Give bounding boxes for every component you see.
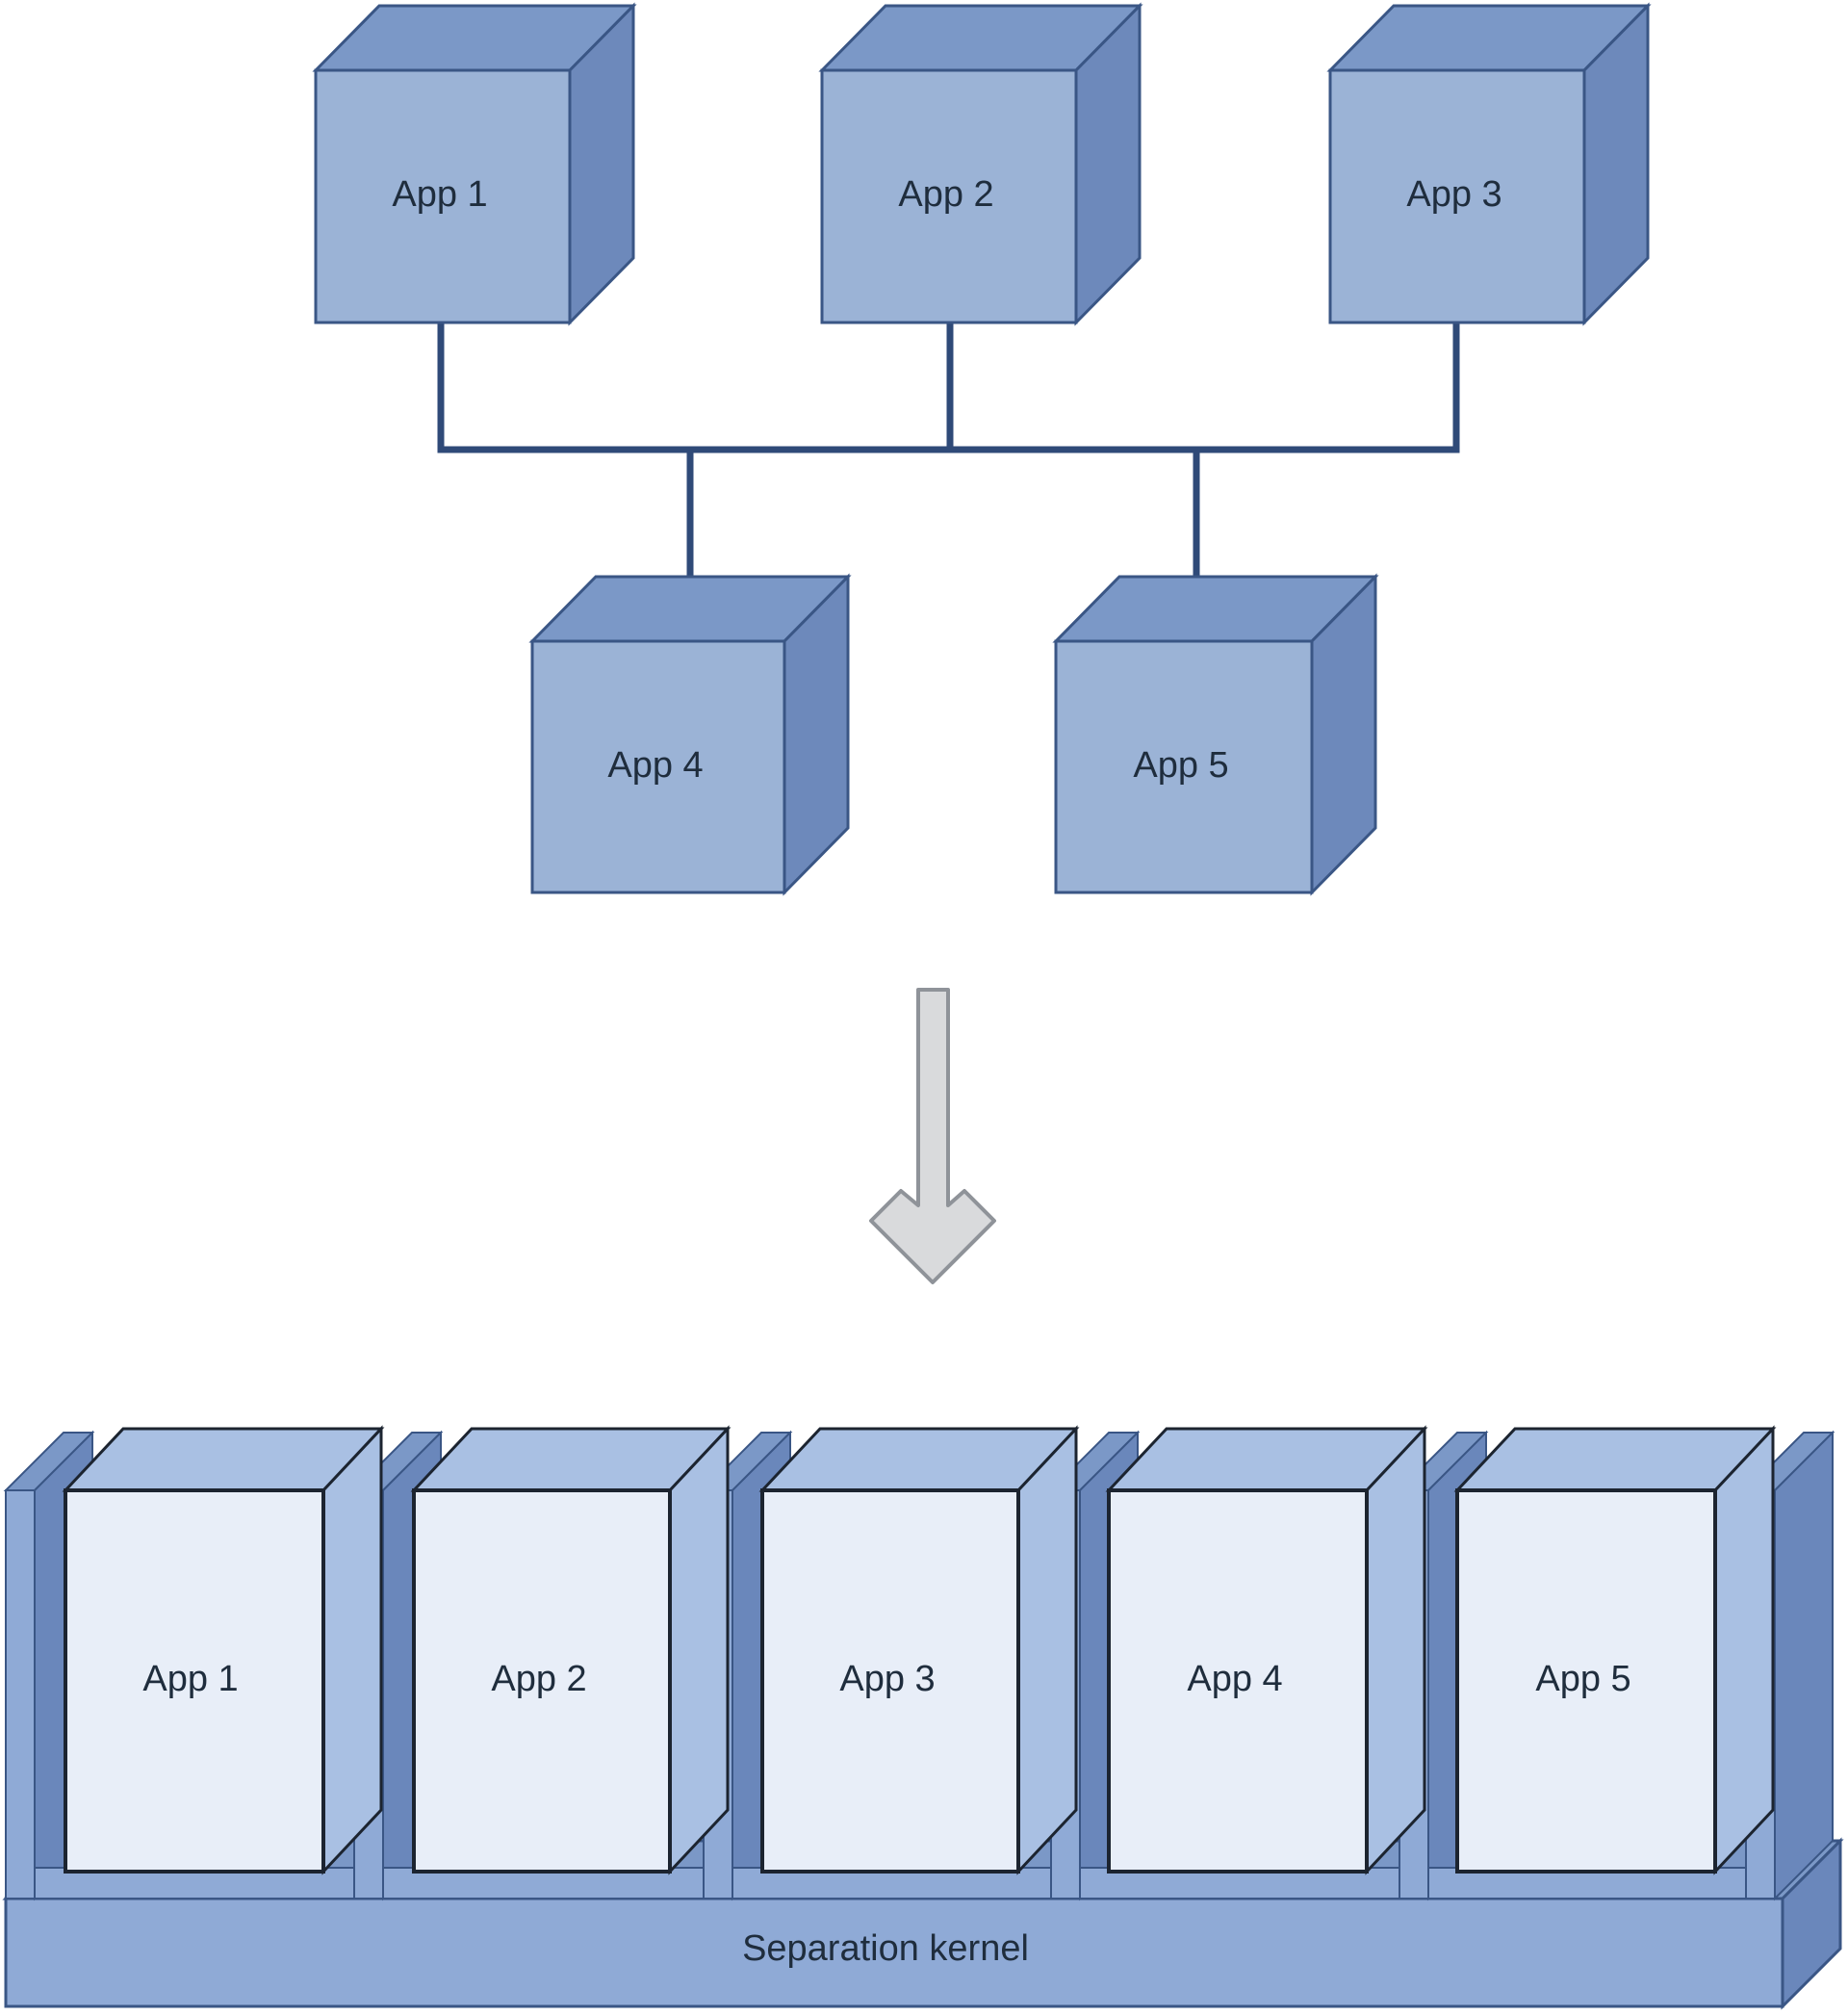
cube-front-face bbox=[1328, 68, 1586, 324]
app-cube-1: App 1 bbox=[312, 2, 637, 326]
partition-label: App 2 bbox=[491, 1659, 586, 1699]
kernel-label: Separation kernel bbox=[742, 1928, 1029, 1969]
partition-side-face bbox=[668, 1425, 730, 1875]
app-cube-label: App 2 bbox=[898, 174, 993, 215]
cube-front-face bbox=[820, 68, 1078, 324]
partition-label: App 3 bbox=[839, 1659, 935, 1699]
transform-arrow bbox=[869, 988, 996, 1284]
bus-lines bbox=[437, 318, 1460, 606]
wall-front-face bbox=[5, 1489, 36, 1900]
top-network: App 1 App 2 App 3 App 4 App bbox=[312, 2, 1652, 896]
app-cube-label: App 3 bbox=[1406, 174, 1502, 215]
app-cube-label: App 5 bbox=[1133, 745, 1228, 786]
partition-front-face bbox=[1107, 1488, 1369, 1874]
app-cube-5: App 5 bbox=[1052, 573, 1379, 896]
cube-front-face bbox=[530, 639, 786, 894]
partition-side-face bbox=[321, 1425, 383, 1875]
app-cube-label: App 1 bbox=[392, 174, 487, 215]
cube-front-face bbox=[314, 68, 572, 324]
separation-kernel-stack: Separation kernel bbox=[2, 1425, 1844, 2010]
partition-front-face bbox=[760, 1488, 1020, 1874]
partition-3: App 3 bbox=[758, 1425, 1080, 1875]
cube-front-face bbox=[1054, 639, 1314, 894]
partition-2: App 2 bbox=[410, 1425, 732, 1875]
app-cube-4: App 4 bbox=[528, 573, 852, 896]
wall-side-face bbox=[1774, 1430, 1834, 1901]
partition-front-face bbox=[1455, 1488, 1717, 1874]
partition-side-face bbox=[1365, 1425, 1426, 1875]
partition-4: App 4 bbox=[1105, 1425, 1428, 1875]
partition-side-face bbox=[1713, 1425, 1775, 1875]
app-cube-label: App 4 bbox=[607, 745, 703, 786]
partition-5: App 5 bbox=[1453, 1425, 1777, 1875]
kernel-front-face bbox=[4, 1897, 1784, 2008]
down-arrow-icon bbox=[869, 988, 996, 1284]
partition-label: App 4 bbox=[1187, 1659, 1282, 1699]
app-cube-3: App 3 bbox=[1326, 2, 1652, 326]
partition-front-face bbox=[64, 1488, 325, 1874]
partition-label: App 5 bbox=[1535, 1659, 1630, 1699]
app-cube-2: App 2 bbox=[818, 2, 1143, 326]
partition-front-face bbox=[412, 1488, 672, 1874]
partition-label: App 1 bbox=[142, 1659, 238, 1699]
partition-1: App 1 bbox=[62, 1425, 385, 1875]
partition-side-face bbox=[1016, 1425, 1078, 1875]
